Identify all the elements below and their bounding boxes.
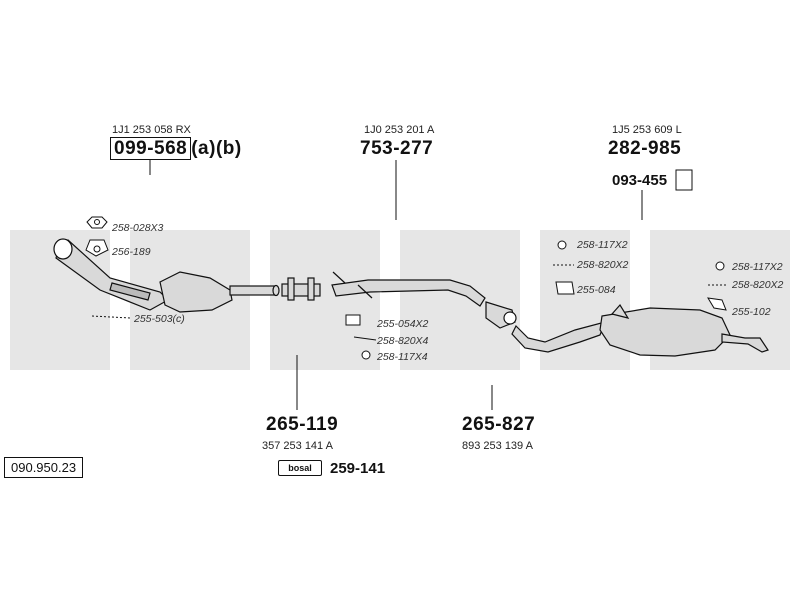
- mid-bolt-label: 258-820X4: [377, 335, 429, 347]
- rear-bolt-b-label: 258-820X2: [732, 279, 784, 291]
- gasket-icon: [85, 239, 109, 257]
- front-pipe-suffix: (a)(b): [191, 138, 242, 159]
- rear-ring-a-label: 258-117X2: [577, 239, 628, 251]
- nut-icon: [86, 216, 108, 229]
- middle-pipe-part-number[interactable]: 753-277: [360, 138, 434, 159]
- rear-silencer-drawing: [511, 303, 769, 357]
- front-bolts-label: 255-503(c): [134, 313, 185, 325]
- rear-bolt-a-label: 258-820X2: [577, 259, 629, 271]
- diagram-id: 090.950.23: [4, 457, 84, 478]
- gasket-label: 256-189: [112, 246, 151, 258]
- rear-silencer-part-number[interactable]: 282-985: [608, 138, 682, 159]
- flange-drawing: [485, 301, 517, 329]
- catalyst-pipe-ref: 357 253 141 A: [262, 440, 333, 452]
- rear-ring-b-label: 258-117X2: [732, 261, 783, 273]
- hanger-icon: [675, 169, 693, 191]
- front-pipe-ref: 1J1 253 058 RX: [112, 124, 191, 136]
- hardware-icons: [85, 169, 728, 360]
- rear-bracket-b-label: 255-102: [732, 306, 771, 318]
- mid-ring-label: 258-117X4: [377, 351, 428, 363]
- catalyst-drawing: [159, 271, 280, 313]
- catalyst-pipe-part-number[interactable]: 265-119: [266, 414, 339, 435]
- clamp-drawing: [281, 277, 321, 301]
- brand-logo-box: bosal: [278, 460, 322, 476]
- bracket-icon: [707, 297, 727, 311]
- clamp-icon: [555, 281, 575, 295]
- hanger-part-number[interactable]: 093-455: [612, 172, 668, 189]
- center-pipe-ref: 893 253 139 A: [462, 440, 533, 452]
- middle-pipe-drawing: [331, 271, 486, 307]
- center-pipe-part-number[interactable]: 265-827: [462, 414, 536, 435]
- bolt-icon: [353, 336, 377, 341]
- clamp-icon: [345, 314, 361, 326]
- ring-icon: [715, 261, 725, 271]
- mid-clamp-label: 255-054X2: [377, 318, 429, 330]
- nut-label: 258-028X3: [112, 222, 164, 234]
- middle-pipe-ref: 1J0 253 201 A: [364, 124, 435, 136]
- ring-icon: [361, 350, 371, 360]
- rear-silencer-ref: 1J5 253 609 L: [612, 124, 682, 136]
- rear-clamp-a-label: 255-084: [577, 284, 616, 296]
- front-pipe-part-number[interactable]: 099-568: [110, 137, 192, 160]
- front-pipe-part-number-group: 099-568(a)(b): [110, 137, 242, 160]
- ring-icon: [557, 240, 567, 250]
- leader-lines: [149, 160, 643, 410]
- fitting-kit-part-number[interactable]: 259-141: [330, 460, 386, 477]
